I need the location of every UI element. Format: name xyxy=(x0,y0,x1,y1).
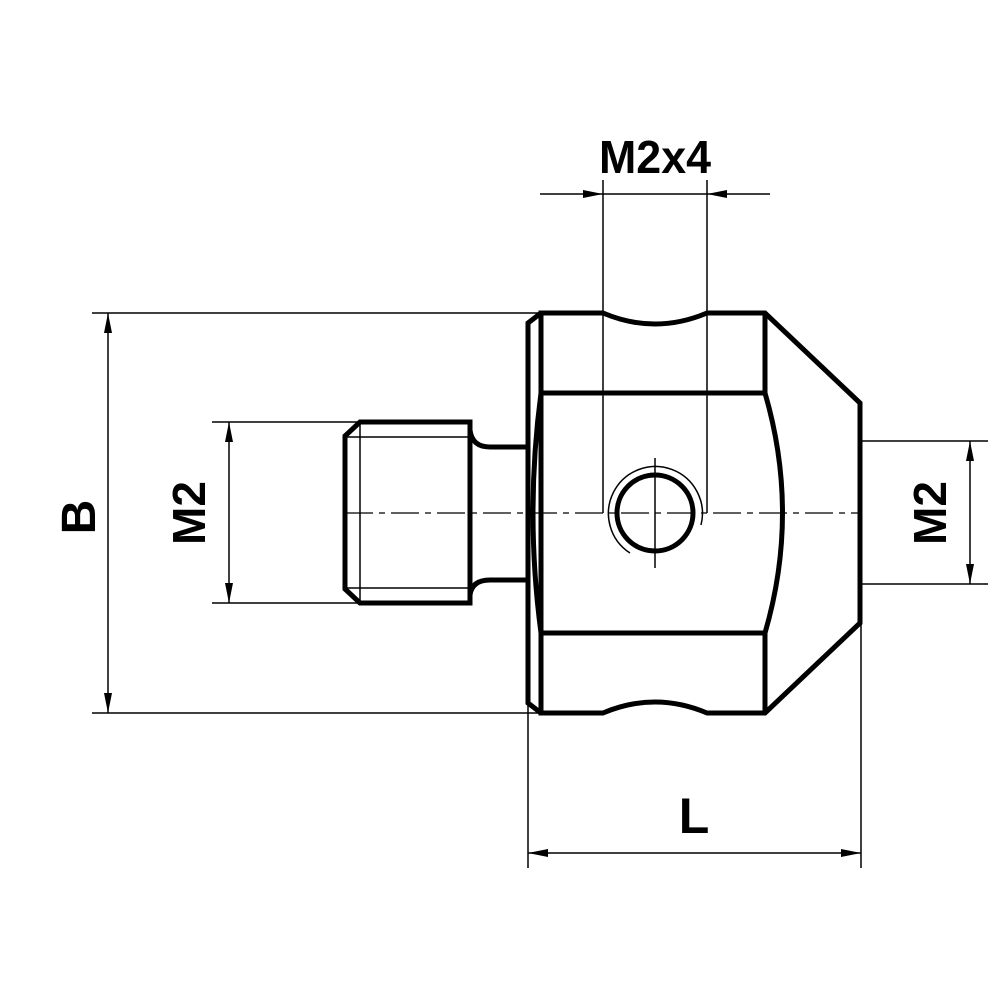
neck-upper xyxy=(467,429,530,450)
label-left-m2: M2 xyxy=(163,481,215,545)
neck-lower xyxy=(467,577,530,596)
dimension-m2x4: M2x4 xyxy=(540,131,770,513)
label-l: L xyxy=(679,788,710,844)
dimension-right-m2: M2 xyxy=(862,440,988,585)
label-b: B xyxy=(53,500,106,535)
dimension-b: B xyxy=(53,312,541,714)
dimension-left-m2: M2 xyxy=(163,421,360,604)
label-m2x4: M2x4 xyxy=(599,131,711,183)
thread-arc xyxy=(607,465,704,554)
body-outline xyxy=(538,310,863,716)
label-right-m2: M2 xyxy=(904,481,956,545)
dimension-l: L xyxy=(527,623,862,868)
body-left-chamfer-edge xyxy=(525,311,543,715)
